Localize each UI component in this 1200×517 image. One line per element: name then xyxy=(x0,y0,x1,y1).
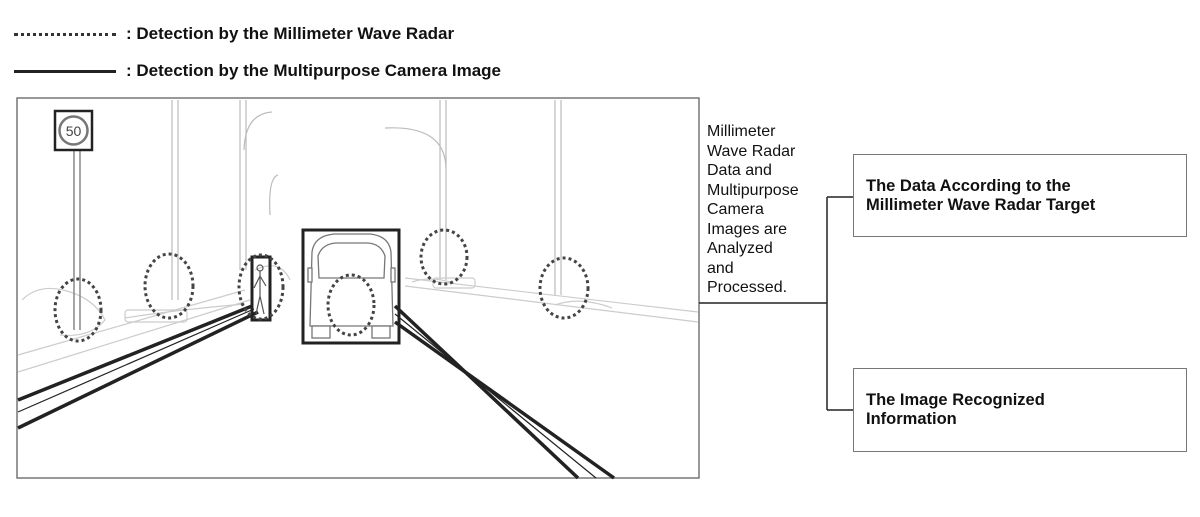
road-scene: 50 xyxy=(16,97,700,480)
process-line: Wave Radar xyxy=(707,142,796,160)
vehicle-camera-box xyxy=(301,228,401,345)
dotted-line-sample xyxy=(14,32,116,36)
solid-line-sample xyxy=(14,69,116,73)
image-info-line-2: Information xyxy=(866,410,957,428)
image-info-line-1: The Image Recognized xyxy=(866,391,1045,409)
radar-target-line-1: The Data According to the xyxy=(866,176,1071,195)
image-recognized-info-label: The Image Recognized Information xyxy=(866,391,1045,429)
connector-lines xyxy=(699,196,853,411)
radar-target-data-box: The Data According to the Millimeter Wav… xyxy=(853,154,1187,237)
process-line: Millimeter xyxy=(707,123,776,140)
process-line: Camera xyxy=(707,201,764,218)
process-line: Analyzed xyxy=(707,240,773,257)
speed-sign: 50 xyxy=(53,109,94,330)
process-line: Images are xyxy=(707,220,788,238)
process-line: and xyxy=(707,259,734,277)
radar-ellipse-vehicle xyxy=(326,273,376,337)
radar-ellipse-sign xyxy=(53,277,103,343)
process-line: Multipurpose xyxy=(707,181,799,199)
process-line: Data and xyxy=(707,162,772,179)
speed-limit-value: 50 xyxy=(66,123,82,139)
process-line: Processed. xyxy=(707,279,788,296)
radar-ellipse-pole-center xyxy=(419,228,469,286)
processing-description: Millimeter Wave Radar Data and Multipurp… xyxy=(707,122,827,298)
streetlights xyxy=(171,100,562,300)
radar-ellipse-pedestrian xyxy=(237,253,285,321)
legend-radar: : Detection by the Millimeter Wave Radar xyxy=(14,24,454,44)
radar-target-line-2: Millimeter Wave Radar Target xyxy=(866,195,1096,214)
radar-ellipse-pole-right xyxy=(538,256,590,320)
radar-ellipse-pole-left xyxy=(143,252,195,320)
sidewalk-lines xyxy=(17,265,699,373)
legend-radar-label: : Detection by the Millimeter Wave Radar xyxy=(126,24,455,43)
radar-target-data-label: The Data According to the Millimeter Wav… xyxy=(866,177,1095,215)
legend-camera-label: : Detection by the Multipurpose Camera I… xyxy=(126,61,502,80)
sign-ring xyxy=(58,115,89,146)
vehicle xyxy=(301,228,401,345)
road-edge-lines xyxy=(17,304,616,480)
radar-detections xyxy=(53,228,590,343)
image-recognized-info-box: The Image Recognized Information xyxy=(853,368,1187,452)
legend-camera: : Detection by the Multipurpose Camera I… xyxy=(14,61,501,81)
